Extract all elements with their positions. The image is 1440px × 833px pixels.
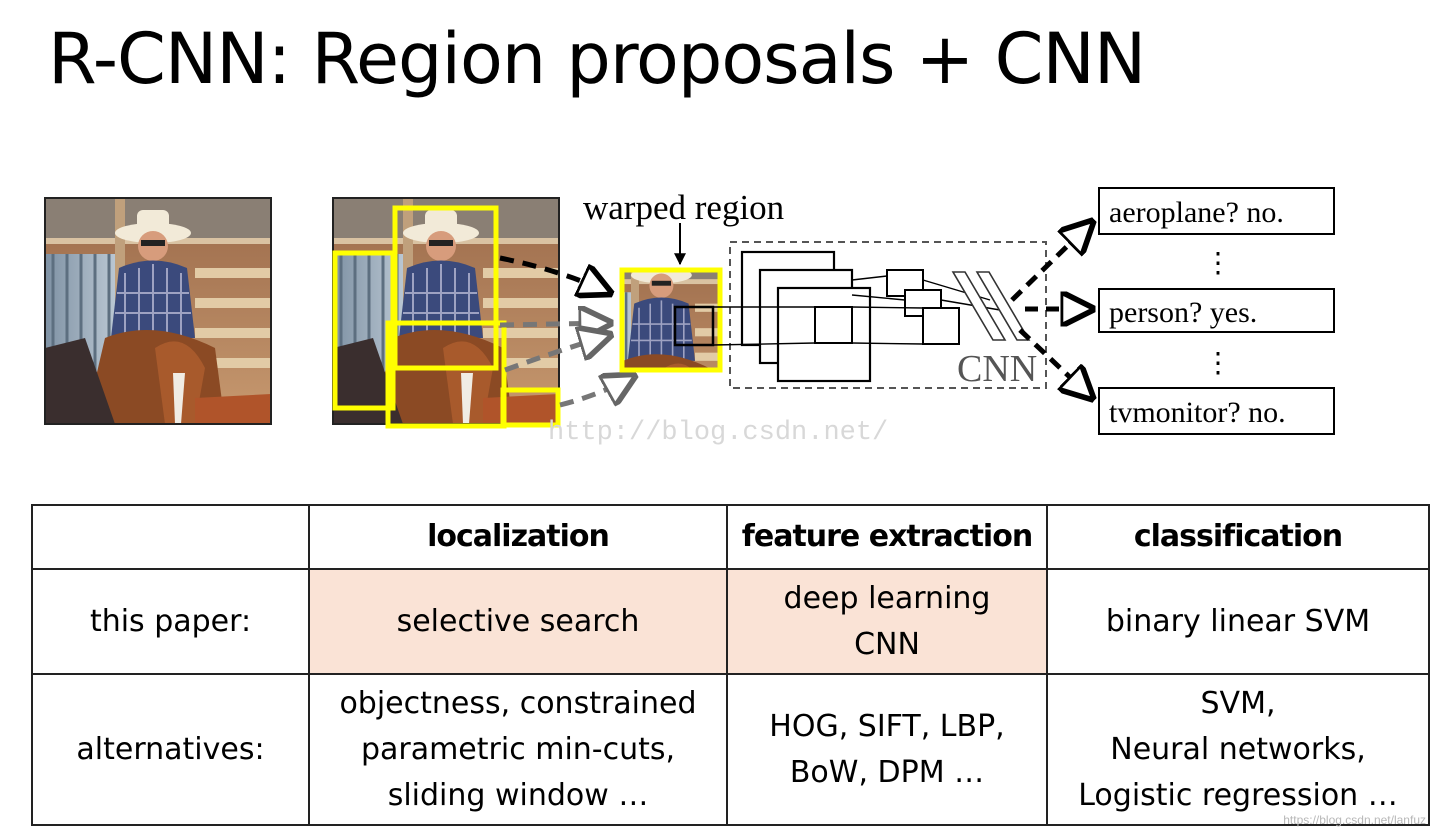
output-aeroplane-label: aeroplane? no. <box>1109 196 1284 229</box>
header-feature-extraction: feature extraction <box>726 503 1048 571</box>
cell-line: HOG, SIFT, LBP, <box>769 708 1005 744</box>
row-label-alternatives: alternatives: <box>31 673 310 826</box>
cell-localization-this-paper: selective search <box>308 568 728 676</box>
cell-classification-alternatives: SVM, Neural networks, Logistic regressio… <box>1046 673 1430 826</box>
cell-line: SVM, <box>1200 685 1276 721</box>
table-header-row: localization feature extraction classifi… <box>31 503 1430 571</box>
table-row-this-paper: this paper: selective search deep learni… <box>31 568 1430 676</box>
rcnn-diagram: warped region <box>43 187 1335 435</box>
input-image <box>43 196 273 426</box>
output-tvmonitor: tvmonitor? no. <box>1098 387 1335 435</box>
credit-watermark: https://blog.csdn.net/lanfuz <box>1283 813 1426 827</box>
cell-line: parametric min-cuts, <box>360 731 676 767</box>
header-empty <box>31 503 310 571</box>
proposal-boxes <box>332 205 561 429</box>
cell-feature-alternatives: HOG, SIFT, LBP, BoW, DPM … <box>726 673 1048 826</box>
region-proposals-image <box>331 196 561 429</box>
cell-line: deep learning <box>783 580 991 616</box>
cell-line: sliding window … <box>387 777 649 813</box>
cell-line: binary linear SVM <box>1105 603 1371 639</box>
output-arrows <box>1010 222 1092 398</box>
ellipsis-1: ⋮ <box>1204 248 1232 279</box>
warped-region-label: warped region <box>583 188 784 227</box>
row-label-this-paper: this paper: <box>31 568 310 676</box>
cell-line: BoW, DPM … <box>789 754 985 790</box>
watermark: http://blog.csdn.net/ <box>548 418 889 448</box>
cell-line: Logistic regression … <box>1078 777 1398 813</box>
header-localization: localization <box>308 503 728 571</box>
cell-localization-alternatives: objectness, constrained parametric min-c… <box>308 673 728 826</box>
output-person: person? yes. <box>1098 288 1335 333</box>
cell-line: objectness, constrained <box>339 685 697 721</box>
header-classification: classification <box>1046 503 1430 571</box>
slide-title: R-CNN: Region proposals + CNN <box>48 18 1146 100</box>
ellipsis-2: ⋮ <box>1204 348 1232 379</box>
warped-region-image <box>619 267 723 373</box>
proposal-arrows <box>499 255 634 408</box>
cell-line: CNN <box>854 626 920 662</box>
output-aeroplane: aeroplane? no. <box>1098 187 1335 235</box>
cnn-label: CNN <box>957 348 1037 390</box>
cell-line: Neural networks, <box>1110 731 1366 767</box>
cell-feature-this-paper: deep learning CNN <box>726 568 1048 676</box>
output-tvmonitor-label: tvmonitor? no. <box>1109 396 1286 429</box>
cell-line: selective search <box>396 603 640 639</box>
cnn-block: CNN <box>712 241 1047 390</box>
comparison-table: localization feature extraction classifi… <box>31 503 1430 826</box>
table-row-alternatives: alternatives: objectness, constrained pa… <box>31 673 1430 826</box>
output-person-label: person? yes. <box>1109 296 1257 329</box>
cell-classification-this-paper: binary linear SVM <box>1046 568 1430 676</box>
